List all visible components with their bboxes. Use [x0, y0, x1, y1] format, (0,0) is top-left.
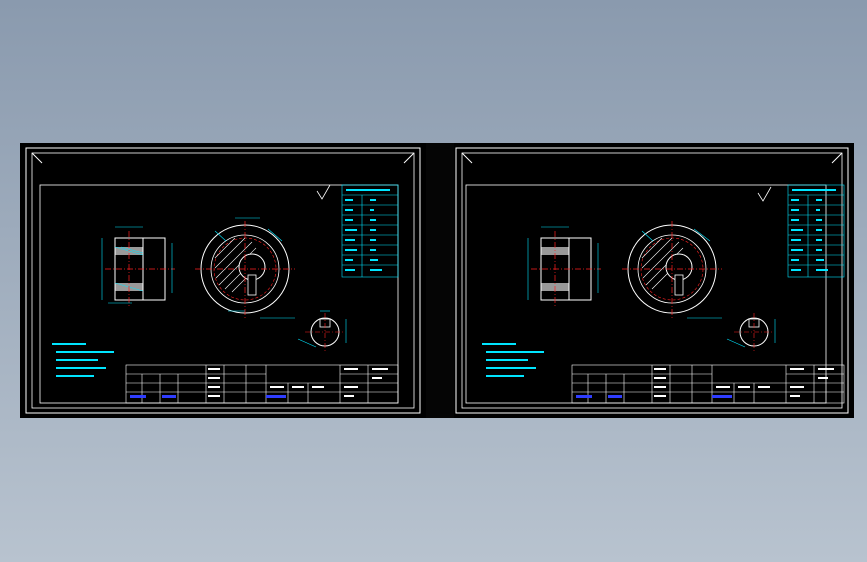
side-view: [195, 217, 295, 319]
inner-frame: [31, 152, 415, 409]
title-block-marks: [130, 368, 388, 398]
detail-view: [297, 310, 347, 351]
inner-frame: [461, 152, 843, 409]
drawing-sheet-left[interactable]: [20, 143, 426, 418]
front-view: [101, 226, 175, 308]
title-block: [571, 364, 845, 404]
parameter-table-marks: [345, 189, 390, 271]
parameter-table: [787, 184, 845, 278]
corner-marks: [31, 152, 415, 164]
drawing-sheet-right[interactable]: [454, 143, 854, 418]
outer-frame: [455, 147, 849, 414]
corner-marks: [461, 152, 843, 164]
outer-frame: [25, 147, 421, 414]
drawing-left-svg: [25, 147, 421, 414]
roughness-symbol-icon: [316, 184, 331, 200]
drawing-border: [39, 184, 399, 404]
technical-notes: [482, 343, 544, 377]
title-block: [125, 364, 399, 404]
drawing-right-svg: [455, 147, 849, 414]
front-view: [527, 226, 601, 308]
title-block-marks: [576, 368, 834, 398]
technical-notes: [52, 343, 114, 377]
detail-view: [726, 313, 776, 351]
drawing-border: [465, 184, 827, 404]
side-view: [622, 221, 722, 319]
roughness-symbol-icon: [757, 186, 772, 202]
cad-viewport: [20, 143, 854, 418]
parameter-table-marks: [791, 189, 836, 271]
parameter-table: [341, 184, 399, 278]
viewport-divider: [426, 143, 454, 418]
